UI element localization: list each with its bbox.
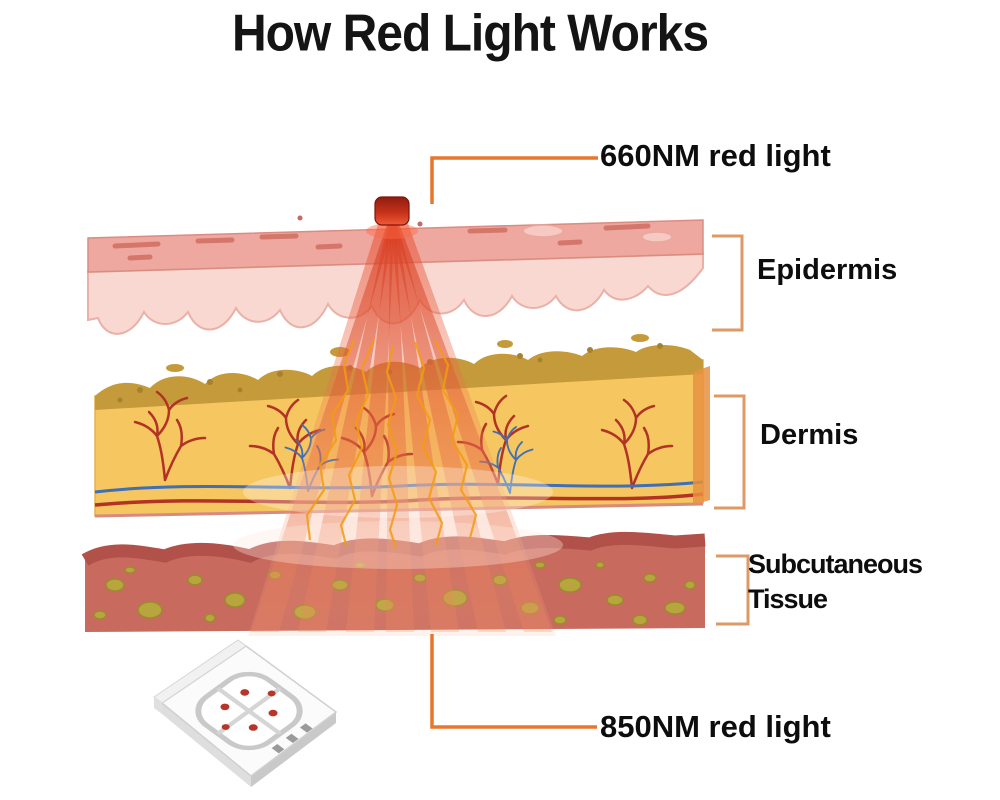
chip-solder-pads — [271, 723, 313, 754]
label-850nm-red-light: 850NM red light — [600, 709, 831, 744]
dermis-right-edge — [693, 366, 710, 505]
bracket-epidermis — [712, 234, 744, 332]
led-emitter-dots — [220, 689, 278, 731]
label-dermis: Dermis — [760, 419, 859, 451]
light-diffusion-glow-lower — [233, 521, 563, 569]
label-subcutaneous-tissue: Subcutaneous Tissue — [748, 547, 923, 617]
page-title: How Red Light Works — [231, 5, 709, 63]
epidermis-texture-dashes — [112, 223, 651, 261]
connector-line-850 — [430, 634, 597, 729]
label-subcutaneous-line1: Subcutaneous — [748, 549, 923, 579]
led-chip-illustration — [153, 639, 338, 787]
bracket-subcutaneous — [716, 554, 750, 626]
label-660nm-red-light: 660NM red light — [600, 138, 831, 173]
label-epidermis: Epidermis — [757, 254, 898, 286]
beam-zigzag-waves — [305, 339, 478, 549]
light-diffusion-glow — [243, 466, 553, 518]
red-light-beams — [233, 218, 563, 636]
connector-line-660 — [430, 156, 598, 204]
label-subcutaneous-line2: Tissue — [748, 584, 828, 614]
led-source — [366, 196, 418, 239]
bracket-dermis — [714, 394, 746, 510]
